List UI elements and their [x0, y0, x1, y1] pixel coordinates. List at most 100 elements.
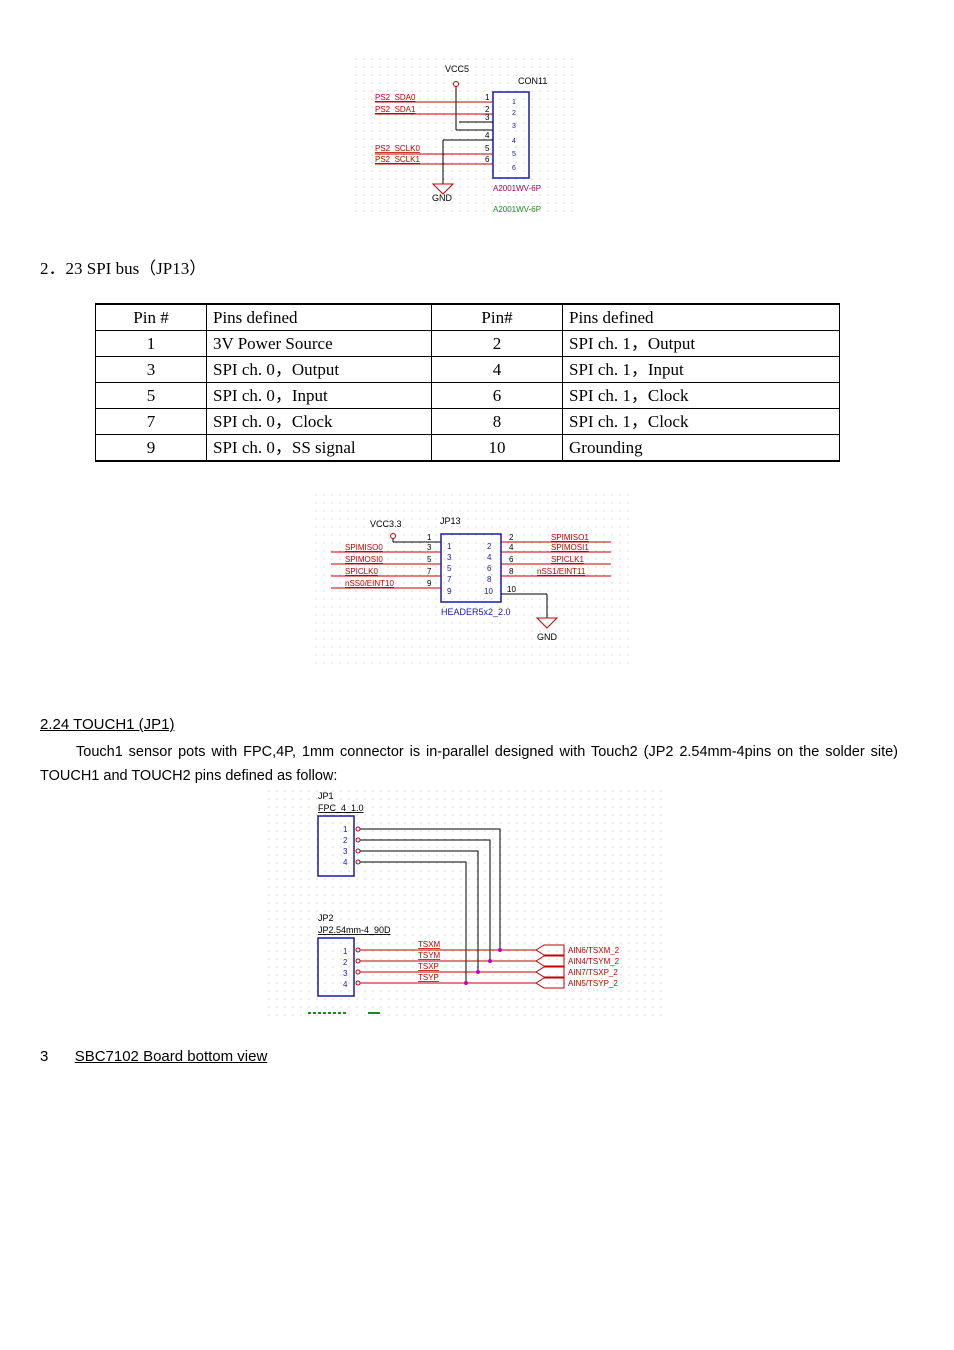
section-number: 3: [40, 1048, 49, 1065]
table-cell: 1: [95, 330, 207, 357]
pin-number: 2: [343, 958, 348, 967]
part-label-green: A2001WV-6P: [493, 205, 541, 214]
ps2-connector-schematic: VCC5 CON11 GND PS2_SDA0 PS2_SDA1 PS2_SCL…: [355, 58, 575, 218]
table-cell: 2: [431, 330, 563, 357]
ground-symbol: [535, 617, 559, 629]
jp1-body: [317, 815, 355, 877]
junction-dot: [498, 948, 502, 952]
port-label: AIN6/TSXM_2: [568, 946, 620, 955]
pin-number: 8: [487, 575, 492, 584]
pin-number: 3: [485, 113, 490, 122]
jp2-body: [317, 937, 355, 997]
port-label: AIN7/TSXP_2: [568, 968, 618, 977]
signal-label: SPICLK0: [345, 567, 378, 576]
vcc5-label: VCC5: [445, 64, 469, 74]
jp1-label: JP1: [318, 791, 334, 801]
port-label: AIN4/TSYM_2: [568, 957, 620, 966]
pin-number: 2: [512, 110, 516, 117]
pin-number: 4: [509, 543, 514, 552]
jp13-body: [440, 533, 502, 603]
signal-label: PS2_SDA0: [375, 93, 416, 102]
table-header-cell: Pins defined: [206, 303, 432, 331]
part-label: A2001WV-6P: [493, 184, 541, 193]
junction-dot: [476, 970, 480, 974]
table-cell: SPI ch. 0，Output: [206, 356, 432, 383]
junction-dot: [488, 959, 492, 963]
jp1-part-label: FPC_4_1.0: [318, 803, 364, 813]
ground-symbol: [431, 183, 455, 195]
table-row: 9 SPI ch. 0，SS signal 10 Grounding: [95, 434, 840, 462]
pin-number: 3: [447, 553, 452, 562]
pin-number: 10: [484, 587, 493, 596]
table-row: 3 SPI ch. 0，Output 4 SPI ch. 1，Input: [95, 356, 840, 383]
signal-label: PS2_SCLK1: [375, 155, 420, 164]
table-cell: 4: [431, 356, 563, 383]
signal-label: SPICLK1: [551, 555, 584, 564]
pin-number: 3: [427, 543, 432, 552]
section-heading-spi: 2．23 SPI bus（JP13）: [40, 259, 207, 278]
pin-number: 7: [447, 575, 452, 584]
signal-label: PS2_SDA1: [375, 105, 416, 114]
con11-body: [492, 91, 530, 179]
touch-connectors-schematic: JP1 FPC_4_1.0 1 2 3 4 JP2 JP2.54mm-4_90D…: [268, 790, 663, 1020]
touch-paragraph: Touch1 sensor pots with FPC,4P, 1mm conn…: [40, 744, 898, 784]
net-label: TSYP: [418, 973, 439, 982]
pin-number: 1: [343, 825, 348, 834]
pin-number: 3: [343, 969, 348, 978]
signal-label: nSS1/EINT11: [537, 567, 586, 576]
signal-label: SPIMISO0: [345, 543, 383, 552]
table-header-cell: Pins defined: [562, 303, 840, 331]
pin-number: 1: [485, 93, 490, 102]
pin-number: 5: [512, 151, 516, 158]
net-label: TSXP: [418, 962, 439, 971]
table-cell: SPI ch. 1，Output: [562, 330, 840, 357]
pin-number: 3: [343, 847, 348, 856]
signal-label: SPIMOSI1: [551, 543, 589, 552]
pin-number: 4: [343, 858, 348, 867]
pin-number: 5: [447, 564, 452, 573]
table-cell: Grounding: [562, 434, 840, 462]
section-heading-bottom: 3 SBC7102 Board bottom view: [40, 1048, 267, 1065]
pin-number: 10: [507, 585, 516, 594]
pin-number: 2: [485, 105, 490, 114]
port-symbol: [535, 977, 565, 989]
vcc33-label: VCC3.3: [370, 519, 402, 529]
pin-number: 6: [487, 564, 492, 573]
pin-table: Pin # Pins defined Pin# Pins defined 1 3…: [95, 303, 840, 462]
pin-number: 2: [487, 542, 492, 551]
section-heading-touch: 2.24 TOUCH1 (JP1): [40, 716, 175, 733]
junction-dot: [464, 981, 468, 985]
pin-number: 4: [343, 980, 348, 989]
section-title: SBC7102 Board bottom view: [74, 1048, 268, 1065]
gnd-label: GND: [432, 193, 453, 203]
pin-number: 4: [485, 131, 490, 140]
table-row: 7 SPI ch. 0，Clock 8 SPI ch. 1，Clock: [95, 408, 840, 435]
table-header-cell: Pin #: [95, 303, 207, 331]
table-cell: SPI ch. 1，Input: [562, 356, 840, 383]
pin-number: 7: [427, 567, 432, 576]
pin-number: 9: [447, 587, 452, 596]
pin-number: 3: [512, 123, 516, 130]
table-cell: 9: [95, 434, 207, 462]
table-cell: SPI ch. 0，Input: [206, 382, 432, 409]
table-row: 5 SPI ch. 0，Input 6 SPI ch. 1，Clock: [95, 382, 840, 409]
spi-header-schematic: VCC3.3 JP13 GND SPIMISO0 SPIMOSI0 SPICLK…: [315, 494, 630, 669]
table-cell: SPI ch. 1，Clock: [562, 408, 840, 435]
table-cell: SPI ch. 0，SS signal: [206, 434, 432, 462]
pin-number: 5: [427, 555, 432, 564]
vcc-symbol: [390, 533, 396, 539]
pin-number: 2: [509, 533, 514, 542]
gnd-label: GND: [537, 632, 558, 642]
grid-dots: [355, 58, 575, 218]
grid-dots: [315, 494, 630, 669]
con11-label: CON11: [518, 76, 547, 86]
port-symbol: [535, 966, 565, 978]
pin-number: 4: [487, 553, 492, 562]
pin-number: 1: [512, 99, 516, 106]
port-symbol: [535, 955, 565, 967]
table-cell: 6: [431, 382, 563, 409]
table-cell: 5: [95, 382, 207, 409]
part-label: HEADER5x2_2.0: [441, 607, 511, 617]
pin-number: 2: [343, 836, 348, 845]
signal-label: PS2_SCLK0: [375, 144, 420, 153]
